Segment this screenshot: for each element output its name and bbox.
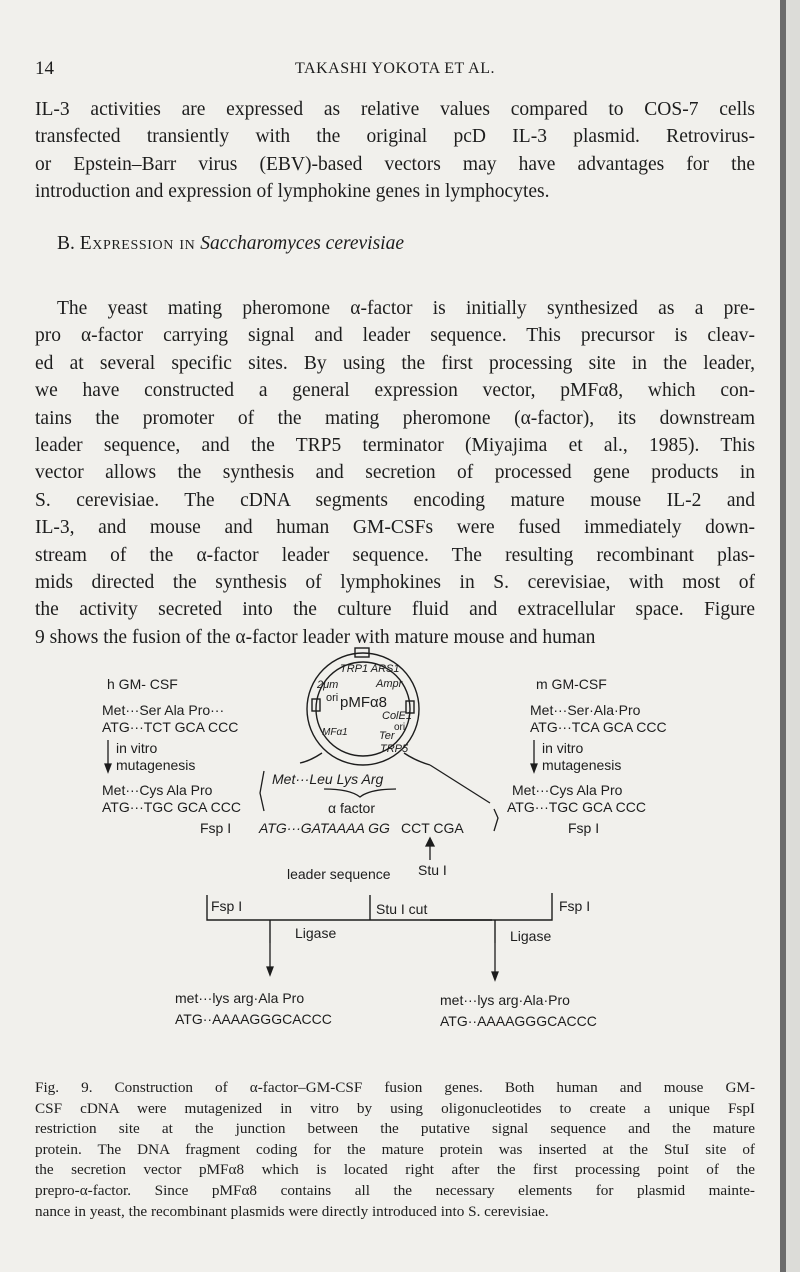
ligase-left-label: Ligase bbox=[295, 925, 336, 941]
stu-site-label: Stu I bbox=[418, 862, 447, 878]
caption-line: the secretion vector pMFα8 which is loca… bbox=[35, 1161, 755, 1179]
mgmcsf-fspi: Fsp I bbox=[568, 820, 599, 836]
product-right-aa: met···lys arg·Ala·Pro bbox=[440, 992, 570, 1008]
plasmid-marker-right bbox=[405, 700, 415, 714]
label-ori-left: ori bbox=[326, 692, 338, 704]
text-line: the activity secreted into the culture f… bbox=[35, 599, 755, 621]
mgmcsf-mutagenesis-line2: mutagenesis bbox=[542, 757, 621, 773]
plasmid-open-left bbox=[299, 752, 323, 764]
running-head: TAKASHI YOKOTA ET AL. bbox=[295, 60, 495, 77]
plasmid-marker-left bbox=[311, 698, 321, 712]
mgmcsf-title: m GM-CSF bbox=[536, 676, 607, 692]
figure-9-diagram: TRP1 ARS1 2μm Ampr ori pMFα8 ColE1 ori M… bbox=[100, 635, 680, 1065]
mgmcsf-seq2-dna: ATG···TGC GCA CCC bbox=[507, 799, 646, 815]
hgmcsf-seq2-dna: ATG···TGC GCA CCC bbox=[102, 799, 241, 815]
page-edge-bar bbox=[780, 0, 786, 1272]
label-mfa1: MFα1 bbox=[322, 727, 348, 738]
plasmid-inner-circle bbox=[315, 661, 411, 757]
text-line: vector allows the synthesis and secretio… bbox=[35, 462, 755, 484]
mgmcsf-seq1-dna: ATG···TCA GCA CCC bbox=[530, 719, 667, 735]
caption-line: Fig. 9. Construction of α-factor–GM-CSF … bbox=[35, 1079, 755, 1096]
product-right-dna: ATG··AAAAGGGCACCC bbox=[440, 1013, 597, 1029]
alpha-seq-dna-stu: CCT CGA bbox=[401, 820, 464, 836]
mgmcsf-seq2-aa: Met···Cys Ala Pro bbox=[512, 782, 623, 798]
stu-arrow bbox=[424, 836, 436, 860]
text-line: we have constructed a general expression… bbox=[35, 380, 755, 402]
text-line: or Epstein–Barr virus (EBV)-based vector… bbox=[35, 153, 755, 175]
paragraph-il3: IL-3 activities are expressed as relativ… bbox=[35, 96, 755, 206]
page-header: 14 TAKASHI YOKOTA ET AL. bbox=[35, 58, 755, 82]
text-line: introduction and expression of lymphokin… bbox=[35, 181, 550, 203]
caption-line: restriction site at the junction between… bbox=[35, 1120, 755, 1138]
lower-right-fspi: Fsp I bbox=[559, 898, 590, 914]
label-ampr: Ampr bbox=[375, 678, 404, 690]
plasmid-map bbox=[299, 647, 431, 766]
label-trp5: TRP5 bbox=[380, 743, 409, 755]
fusion-construction-diagram: TRP1 ARS1 2μm Ampr ori pMFα8 ColE1 ori M… bbox=[102, 647, 667, 1029]
text-line: IL-3 activities are expressed as relativ… bbox=[35, 99, 755, 120]
text-line: S. cerevisiae. The cDNA segments encodin… bbox=[35, 489, 755, 511]
stu-cut-label: Stu I cut bbox=[376, 901, 427, 917]
label-2um: 2μm bbox=[316, 679, 338, 691]
label-ter: Ter bbox=[379, 730, 396, 742]
section-heading: B. Expression in Saccharomyces cerevisia… bbox=[57, 233, 404, 255]
label-trp1ars1: TRP1 ARS1 bbox=[340, 663, 400, 675]
page-edge-shadow bbox=[786, 0, 800, 1272]
paragraph-yeast-expression: The yeast mating pheromone α-factor is i… bbox=[35, 295, 755, 651]
label-colei: ColE1 bbox=[382, 710, 412, 722]
hgmcsf-mutagenesis-arrow bbox=[104, 740, 112, 774]
text-line: transfected transiently with the origina… bbox=[35, 126, 755, 148]
lower-left-fspi: Fsp I bbox=[211, 898, 242, 914]
hgmcsf-mutagenesis-line1: in vitro bbox=[116, 740, 157, 756]
hgmcsf-seq1-dna: ATG···TCT GCA CCC bbox=[102, 719, 238, 735]
product-left-dna: ATG··AAAAGGGCACCC bbox=[175, 1011, 332, 1027]
text-line: pro α-factor carrying signal and leader … bbox=[35, 325, 755, 347]
text-line: 9 shows the fusion of the α-factor leade… bbox=[35, 626, 596, 648]
caption-line: CSF cDNA were mutagenized in vitro by us… bbox=[35, 1099, 755, 1117]
text-line: mids directed the synthesis of lymphokin… bbox=[35, 572, 755, 594]
alpha-seq-dna-leader: ATG···GATAAAA GG bbox=[258, 820, 390, 836]
alpha-seq-aa: Met···Leu Lys Arg bbox=[272, 771, 383, 787]
ligation-tree bbox=[206, 893, 553, 943]
text-line: The yeast mating pheromone α-factor is i… bbox=[57, 298, 755, 319]
alpha-factor-label: α factor bbox=[328, 800, 375, 816]
section-label: B. bbox=[57, 233, 75, 254]
caption-line: nance in yeast, the recombinant plasmids… bbox=[35, 1202, 549, 1220]
caption-line: protein. The DNA fragment coding for the… bbox=[35, 1140, 755, 1158]
plasmid-name: pMFα8 bbox=[340, 694, 387, 711]
ligase-right-label: Ligase bbox=[510, 928, 551, 944]
text-line: leader sequence, and the TRP5 terminator… bbox=[35, 435, 755, 457]
hgmcsf-fspi: Fsp I bbox=[200, 820, 231, 836]
product-left-aa: met···lys arg·Ala Pro bbox=[175, 990, 304, 1006]
caption-line: prepro-α-factor. Since pMFα8 contains al… bbox=[35, 1181, 755, 1199]
hgmcsf-seq1-aa: Met···Ser Ala Pro··· bbox=[102, 702, 224, 718]
plasmid-marker-top bbox=[354, 647, 370, 658]
text-line: ed at several specific sites. By using t… bbox=[35, 352, 755, 374]
mgmcsf-mutagenesis-arrow bbox=[530, 740, 538, 774]
text-line: stream of the α-factor leader sequence. … bbox=[35, 544, 755, 566]
figure-caption: Fig. 9. Construction of α-factor–GM-CSF … bbox=[35, 1078, 755, 1222]
ligase-arrows bbox=[266, 943, 499, 982]
plasmid-open-right bbox=[403, 752, 431, 766]
label-ori-right: ori bbox=[394, 722, 405, 733]
hgmcsf-title: h GM- CSF bbox=[107, 676, 178, 692]
text-line: tains the promoter of the mating pheromo… bbox=[35, 407, 755, 429]
hgmcsf-seq2-aa: Met···Cys Ala Pro bbox=[102, 782, 213, 798]
text-line: IL-3, and mouse and human GM-CSFs were f… bbox=[35, 517, 755, 539]
section-heading-text: Expression in bbox=[79, 233, 196, 254]
mgmcsf-seq1-aa: Met···Ser·Ala·Pro bbox=[530, 702, 641, 718]
page-number: 14 bbox=[35, 58, 54, 79]
section-heading-organism: Saccharomyces cerevisiae bbox=[200, 233, 405, 254]
mgmcsf-mutagenesis-line1: in vitro bbox=[542, 740, 583, 756]
plasmid-outer-circle bbox=[306, 652, 420, 766]
leader-sequence-label: leader sequence bbox=[287, 866, 391, 882]
hgmcsf-mutagenesis-line2: mutagenesis bbox=[116, 757, 195, 773]
alpha-factor-bracket bbox=[259, 764, 499, 832]
